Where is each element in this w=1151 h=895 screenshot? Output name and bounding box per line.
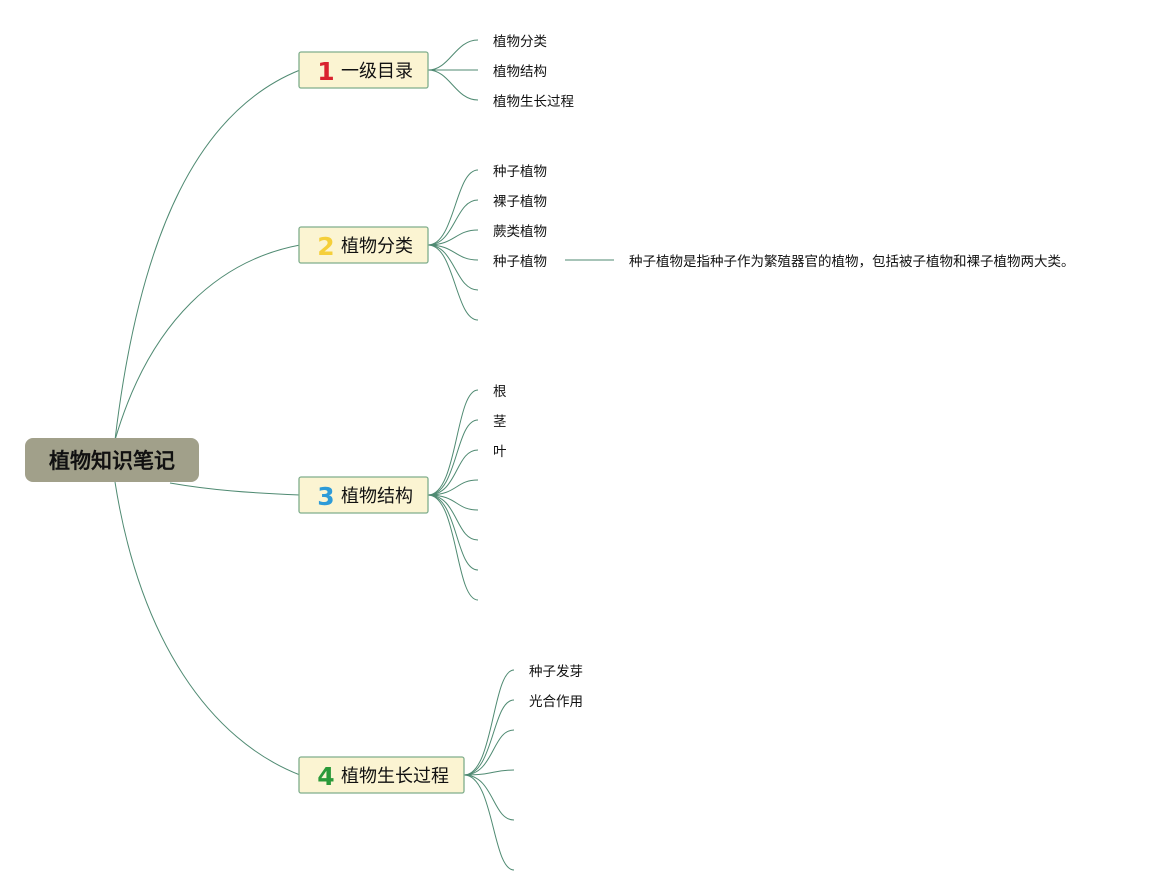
leaf-node[interactable]: 叶 [493,444,507,460]
branch-1-leaves: 植物分类 植物结构 植物生长过程 [493,34,574,110]
connector-b2-leaf-4 [427,244,479,261]
connector-b2-leaf-2 [427,199,479,246]
branch-node-3[interactable]: 3 植物结构 [298,476,429,514]
connector-b1-leaf-3 [427,69,479,101]
connector-root-branch-4 [114,481,301,776]
branch-node-3-label: 植物结构 [341,486,413,507]
branch-number-4-icon: 4 [317,762,334,791]
connector-b4-leaf-1 [463,669,515,776]
connector-b4-leaf-3 [463,729,515,776]
root-connectors [114,69,301,776]
branch-number-1-icon: 1 [317,57,334,86]
connector-b2-leaf-5 [427,244,479,291]
leaf-node[interactable]: 光合作用 [529,694,583,710]
connector-b3-leaf-4 [427,479,479,496]
note-text[interactable]: 种子植物是指种子作为繁殖器官的植物，包括被子植物和裸子植物两大类。 [629,253,1075,270]
branch-2-leaves: 种子植物 裸子植物 蕨类植物 种子植物 [493,164,547,270]
connector-b3-leaf-8 [427,494,479,601]
leaf-connectors [427,39,614,871]
leaf-node[interactable]: 种子植物 [493,164,547,180]
connector-b3-leaf-1 [427,389,479,496]
branch-node-1-label: 一级目录 [341,61,413,82]
connector-root-branch-1 [114,69,301,441]
leaf-node[interactable]: 植物结构 [493,64,547,80]
root-node-box [25,438,199,482]
leaf-node[interactable]: 根 [493,384,507,400]
branch-node-1[interactable]: 1 一级目录 [298,51,429,89]
branch-node-3-box [298,476,429,514]
root-node[interactable]: 植物知识笔记 [25,438,199,482]
connector-b2-leaf-3 [427,229,479,246]
connector-root-branch-2 [114,244,301,441]
branch-node-4-label: 植物生长过程 [341,766,449,787]
connector-b3-leaf-2 [427,419,479,496]
branch-node-2-label: 植物分类 [341,236,413,257]
leaf-node[interactable]: 植物生长过程 [493,94,574,110]
connector-b3-leaf-5 [427,494,479,511]
connector-b2-leaf-6 [427,244,479,321]
branch-3-leaves: 根 茎 叶 [493,384,507,460]
connector-b4-leaf-5 [463,774,515,821]
leaf-node[interactable]: 裸子植物 [493,194,547,210]
branch-4-leaves: 种子发芽 光合作用 [529,664,583,710]
root-node-label: 植物知识笔记 [49,449,175,473]
branch-number-3-icon: 3 [317,482,334,511]
connector-root-branch-3 [169,482,301,496]
connector-b3-leaf-7 [427,494,479,571]
leaf-node[interactable]: 茎 [493,414,507,430]
branch-node-2-box [298,226,429,264]
branch-node-1-box [298,51,429,89]
leaf-node[interactable]: 蕨类植物 [493,224,547,240]
branch-node-2[interactable]: 2 植物分类 [298,226,429,264]
leaf-node[interactable]: 植物分类 [493,34,547,50]
branch-node-4-box [298,756,465,794]
leaf-node[interactable]: 种子植物 [493,254,547,270]
connector-b2-leaf-1 [427,169,479,246]
connector-b4-leaf-4 [463,769,515,776]
connector-b1-leaf-1 [427,39,479,71]
branch-node-4[interactable]: 4 植物生长过程 [298,756,465,794]
connector-b4-leaf-2 [463,699,515,776]
connector-b4-leaf-6 [463,774,515,871]
leaf-node[interactable]: 种子发芽 [529,664,583,680]
connector-b3-leaf-6 [427,494,479,541]
branch-number-2-icon: 2 [317,232,334,261]
connector-b3-leaf-3 [427,449,479,496]
